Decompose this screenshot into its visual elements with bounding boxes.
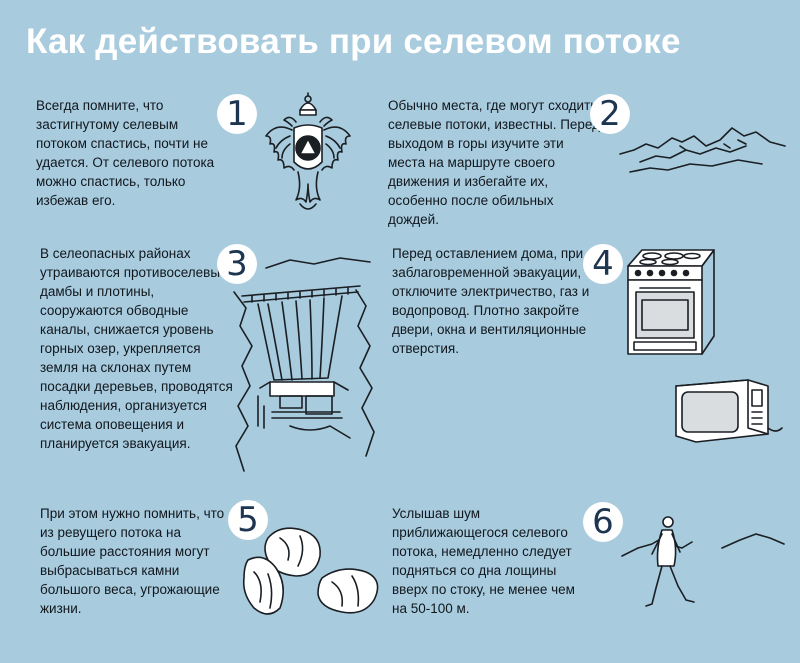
emergency-emblem-icon: [265, 92, 351, 210]
item-6-number: 6: [583, 502, 623, 542]
item-2-text: Обычно места, где могут сходить селевые …: [388, 98, 600, 227]
walking-man-icon: [621, 516, 785, 607]
item-3-number: 3: [217, 244, 257, 284]
item-3-text: В селеопасных районах утраиваются против…: [40, 246, 233, 451]
item-4-text: Перед оставлением дома, при заблаговреме…: [392, 246, 590, 356]
item-1-number: 1: [217, 94, 257, 134]
mountains-icon: [619, 127, 786, 173]
boulders-icon: [242, 527, 379, 615]
item-5-text: При этом нужно помнить, что из ревущего …: [40, 506, 225, 616]
item-1-text: Всегда помните, что застигнутому селевым…: [36, 98, 215, 208]
dam-icon: [233, 257, 375, 472]
item-6-text: Услышав шум приближающегося селевого пот…: [392, 506, 575, 616]
item-5-number: 5: [228, 500, 268, 540]
page-title: Как действовать при селевом потоке: [26, 22, 681, 61]
tv-icon: [675, 379, 783, 443]
stove-icon: [627, 249, 715, 355]
item-4-number: 4: [583, 244, 623, 284]
item-2-number: 2: [590, 94, 630, 134]
